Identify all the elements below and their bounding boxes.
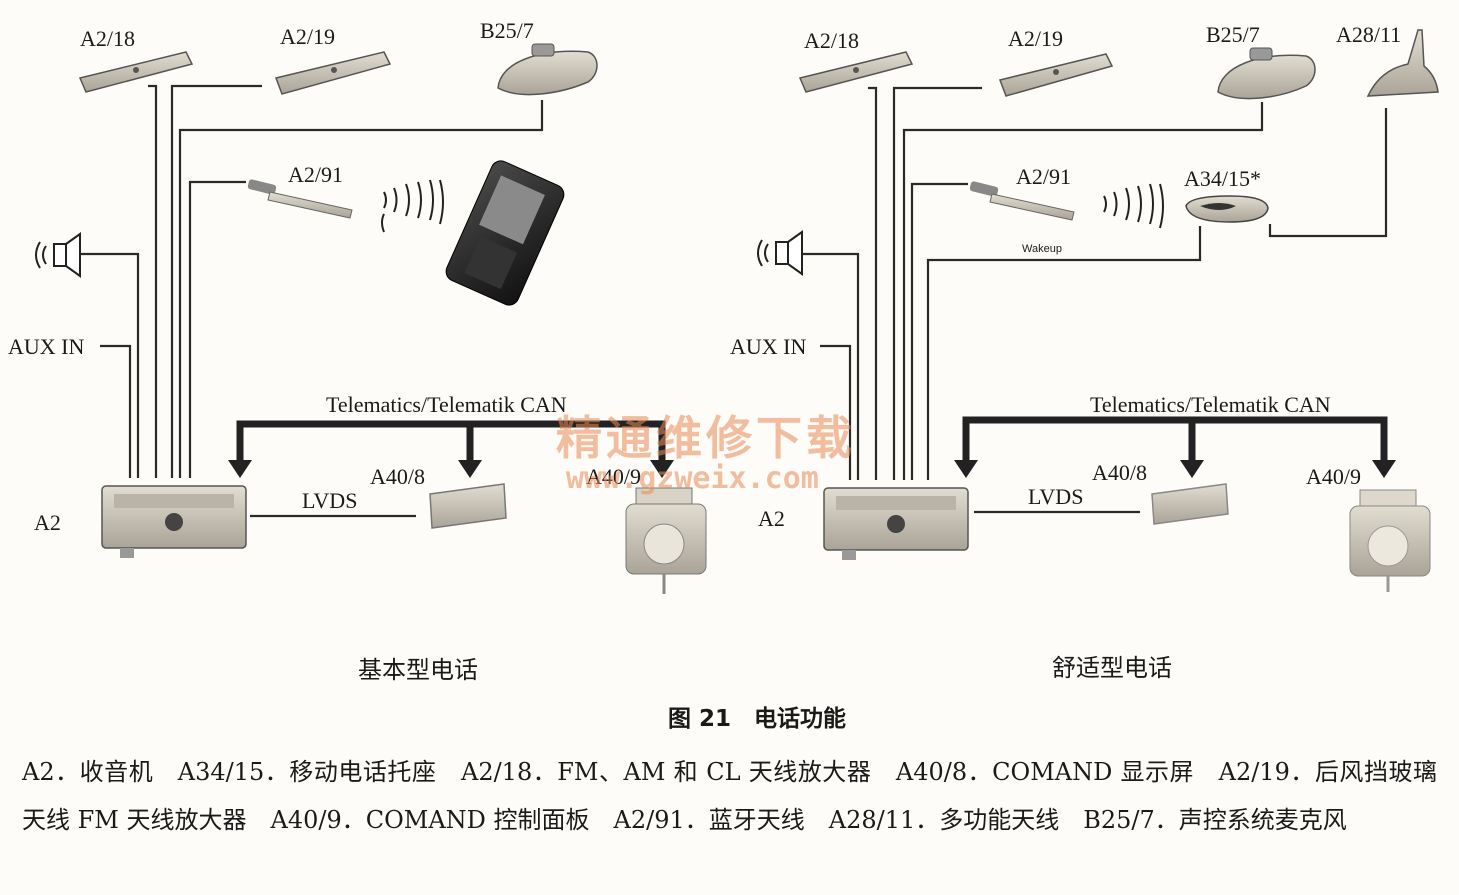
right-label-a2-19: A2/19 xyxy=(1008,26,1063,51)
right-a40-8-display-icon xyxy=(1151,483,1229,525)
left-label-a2: A2 xyxy=(34,510,61,535)
right-label-a2-18: A2/18 xyxy=(804,28,859,53)
right-a2-19-amplifier-icon xyxy=(999,53,1114,97)
right-label-a2-91: A2/91 xyxy=(1016,164,1071,189)
left-bluetooth-waves-icon xyxy=(381,179,444,233)
right-label-aux-in: AUX IN xyxy=(730,334,806,359)
right-a40-9-control-panel-icon xyxy=(1349,489,1431,592)
right-wires xyxy=(802,86,1388,480)
watermark-cn: 精通维修下载 xyxy=(556,411,856,465)
right-panel-comfort-phone: A2/18 A2/19 B25/7 A28/11 A2/91 A34/15* W… xyxy=(730,22,1439,682)
left-label-a2-18: A2/18 xyxy=(80,26,135,51)
right-label-lvds: LVDS xyxy=(1028,484,1083,509)
watermark-url: www.gzweix.com xyxy=(566,461,819,496)
right-bluetooth-waves-icon xyxy=(1103,183,1164,229)
right-b25-7-microphone-icon xyxy=(1217,47,1316,100)
right-a34-15-phone-cradle-icon xyxy=(1185,195,1269,223)
right-a28-11-multifunction-antenna-icon xyxy=(1366,29,1439,97)
right-label-a40-9: A40/9 xyxy=(1306,464,1361,489)
left-speaker-icon xyxy=(35,232,81,278)
right-a2-radio-icon xyxy=(823,487,969,560)
left-a2-91-bluetooth-antenna-icon xyxy=(247,179,353,219)
left-panel-basic-phone: A2/18 A2/19 B25/7 A2/91 AUX IN Telematic… xyxy=(8,18,707,684)
left-a40-8-display-icon xyxy=(429,483,507,529)
left-a2-18-amplifier-icon xyxy=(78,51,194,93)
left-mobile-phone-icon xyxy=(445,160,565,306)
left-label-lvds: LVDS xyxy=(302,488,357,513)
left-label-a40-8: A40/8 xyxy=(370,464,425,489)
left-label-a2-19: A2/19 xyxy=(280,24,335,49)
left-label-can: Telematics/Telematik CAN xyxy=(326,392,567,417)
left-label-aux-in: AUX IN xyxy=(8,334,84,359)
left-can-bus xyxy=(228,420,674,478)
right-label-a2: A2 xyxy=(758,506,785,531)
figure-caption: A2．收音机 A34/15．移动电话托座 A2/18．FM、AM 和 CL 天线… xyxy=(22,758,1437,834)
left-label-a40-9: A40/9 xyxy=(586,464,641,489)
right-a2-91-bluetooth-antenna-icon xyxy=(969,181,1075,221)
right-panel-title: 舒适型电话 xyxy=(1052,654,1172,682)
right-label-a28-11: A28/11 xyxy=(1336,22,1401,47)
right-label-a40-8: A40/8 xyxy=(1092,460,1147,485)
left-label-b25-7: B25/7 xyxy=(480,18,534,43)
left-label-a2-91: A2/91 xyxy=(288,162,343,187)
right-label-can: Telematics/Telematik CAN xyxy=(1090,392,1331,417)
right-label-b25-7: B25/7 xyxy=(1206,22,1260,47)
left-panel-title: 基本型电话 xyxy=(358,656,478,684)
left-wires xyxy=(80,84,544,478)
right-label-a34-15: A34/15* xyxy=(1184,166,1261,191)
left-a2-19-amplifier-icon xyxy=(274,51,392,95)
right-speaker-icon xyxy=(757,230,803,276)
figure-title: 图 21 电话功能 xyxy=(668,705,846,732)
left-b25-7-microphone-icon xyxy=(497,43,598,96)
right-label-wakeup: Wakeup xyxy=(1022,243,1062,255)
right-a2-18-amplifier-icon xyxy=(798,51,914,93)
left-a40-9-control-panel-icon xyxy=(625,487,707,594)
left-a2-radio-icon xyxy=(101,485,247,558)
right-can-bus xyxy=(954,416,1396,478)
